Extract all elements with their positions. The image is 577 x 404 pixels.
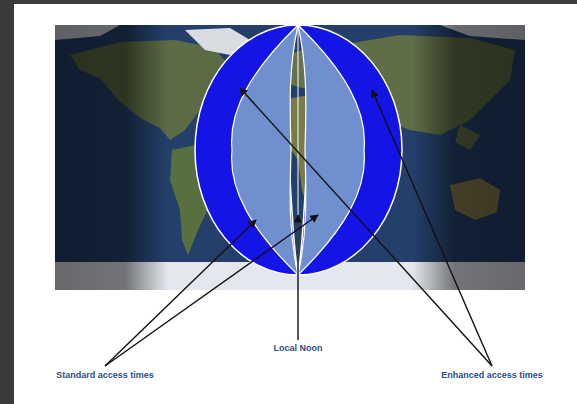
callout-label: Local Noon <box>274 343 323 354</box>
callout-label: Enhanced access times <box>441 370 543 381</box>
world-map <box>55 25 525 290</box>
callout-label: Standard access times <box>56 370 154 381</box>
standard-lens-left <box>232 25 298 275</box>
leader-lines <box>105 88 492 366</box>
panel <box>14 4 577 404</box>
standard-lens-right <box>298 25 364 275</box>
